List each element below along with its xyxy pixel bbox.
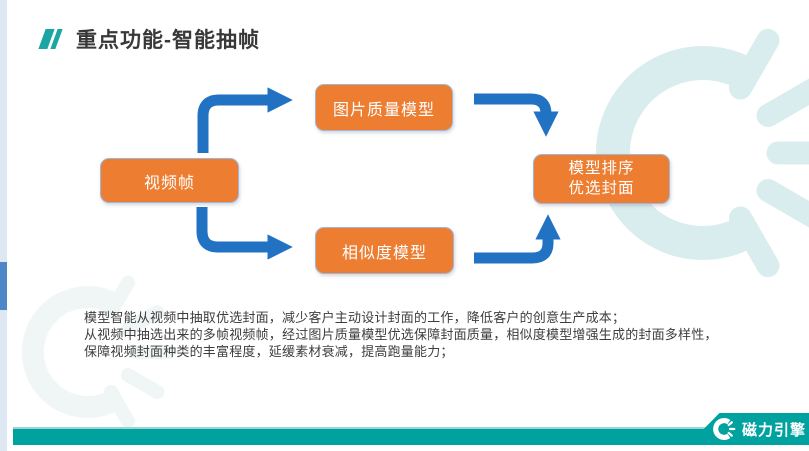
brand-banner: 磁力引擎 (688, 413, 809, 445)
arrow-video-to-quality (197, 87, 293, 153)
flow-node-label-line1: 模型排序 (568, 160, 635, 177)
description-line-2: 从视频中抽选出来的多帧视频帧，经过图片质量模型优选保障封面质量，相似度模型增强生… (84, 327, 718, 342)
flow-node-label: 相似度模型 (341, 244, 427, 262)
magnetic-engine-logo-icon (713, 418, 736, 440)
page-title: 重点功能-智能抽帧 (76, 29, 260, 52)
footer-bar (13, 429, 809, 445)
scrollbar-thumb[interactable] (0, 262, 7, 310)
footer-accent-line (13, 427, 809, 429)
flow-node-similarity-model: 相似度模型 (315, 227, 454, 274)
double-slash-icon (38, 29, 63, 49)
magnetic-engine-watermark-icon (595, 28, 809, 278)
flow-node-label: 视频帧 (143, 174, 195, 192)
scrollbar-track[interactable] (0, 0, 7, 451)
arrow-similarity-to-ranking (474, 214, 561, 264)
description-text: 模型智能从视频中抽取优选封面，减少客户主动设计封面的工作，降低客户的创意生产成本… (84, 309, 794, 360)
flow-node-model-ranking: 模型排序 优选封面 (533, 154, 670, 204)
description-line-1: 模型智能从视频中抽取优选封面，减少客户主动设计封面的工作，降低客户的创意生产成本… (84, 310, 626, 325)
flow-node-label-line2: 优选封面 (568, 180, 635, 197)
description-line-3: 保障视频封面种类的丰富程度，延缓素材衰减，提高跑量能力； (84, 344, 454, 359)
brand-name: 磁力引擎 (741, 421, 806, 439)
arrow-video-to-similarity (196, 207, 293, 260)
title-block: 重点功能-智能抽帧 (38, 24, 260, 54)
flow-node-video-frame: 视频帧 (100, 158, 239, 203)
flow-node-image-quality-model: 图片质量模型 (315, 84, 453, 131)
flow-node-label: 图片质量模型 (332, 101, 435, 119)
arrow-quality-to-ranking (474, 93, 559, 137)
